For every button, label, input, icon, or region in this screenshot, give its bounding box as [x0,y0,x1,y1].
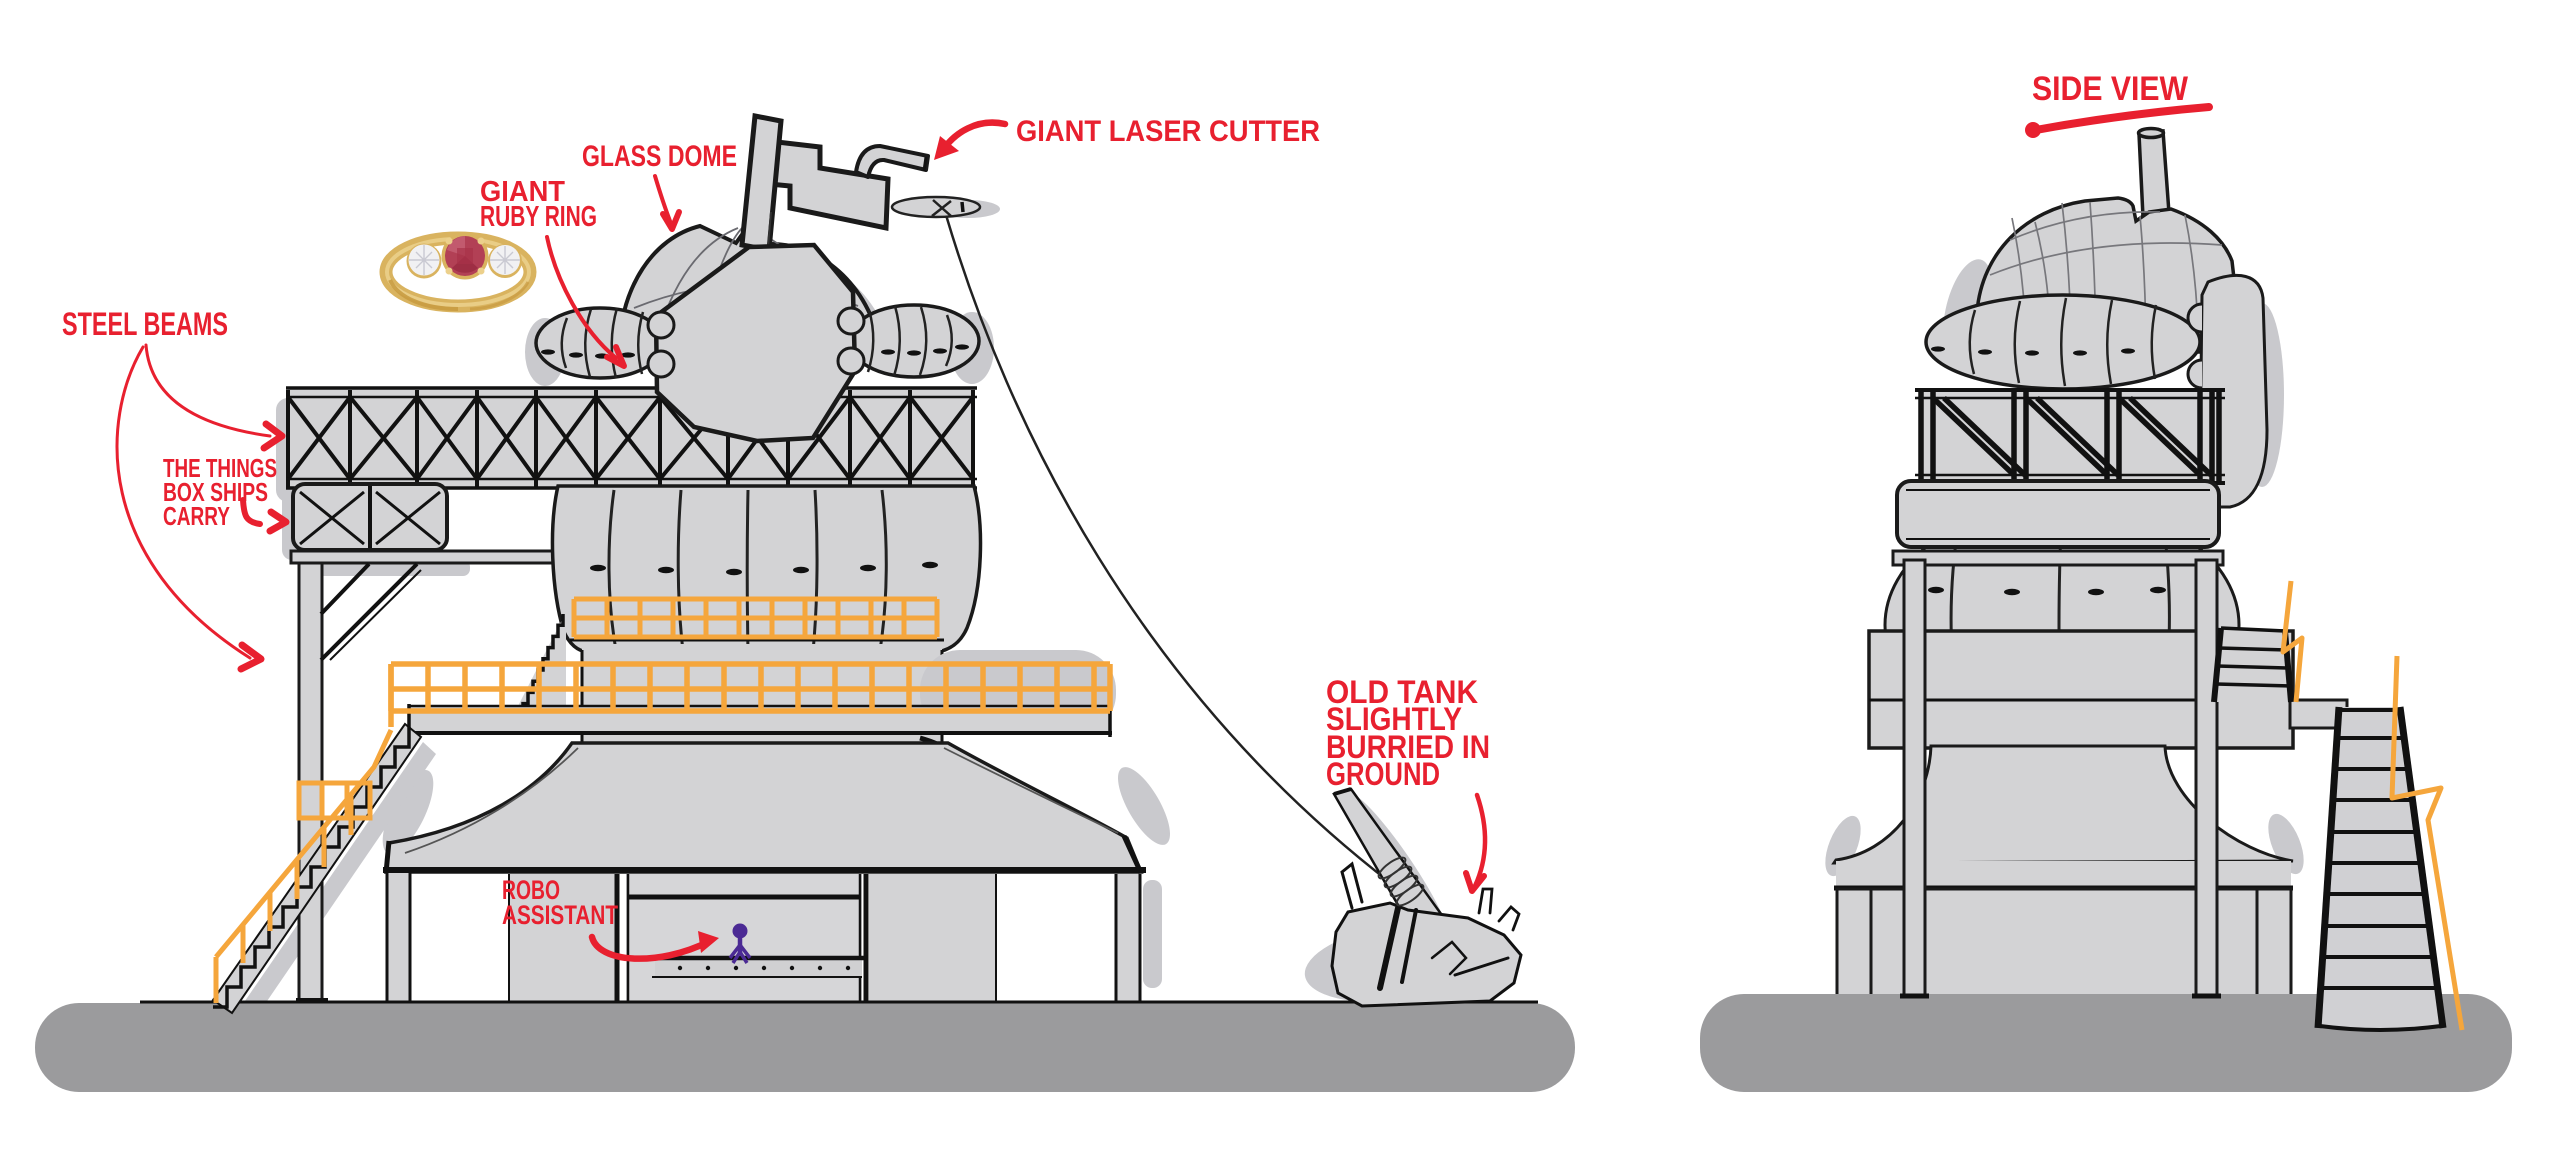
svg-text:SLIGHTLY: SLIGHTLY [1326,701,1462,737]
svg-text:SIDE VIEW: SIDE VIEW [2032,70,2189,108]
svg-text:RUBY RING: RUBY RING [480,201,597,233]
svg-text:GLASS DOME: GLASS DOME [582,140,737,173]
svg-text:STEEL BEAMS: STEEL BEAMS [62,306,228,342]
svg-text:GIANT: GIANT [480,176,565,208]
svg-text:ROBO: ROBO [502,875,560,905]
svg-text:BOX SHIPS: BOX SHIPS [163,477,268,507]
svg-text:CARRY: CARRY [163,501,230,531]
svg-text:OLD TANK: OLD TANK [1326,674,1478,710]
svg-text:GIANT LASER CUTTER: GIANT LASER CUTTER [1016,115,1320,148]
svg-text:BURRIED IN: BURRIED IN [1326,729,1490,765]
svg-text:ASSISTANT: ASSISTANT [502,900,618,930]
svg-text:THE THINGS: THE THINGS [163,453,277,483]
svg-text:GROUND: GROUND [1326,756,1440,792]
